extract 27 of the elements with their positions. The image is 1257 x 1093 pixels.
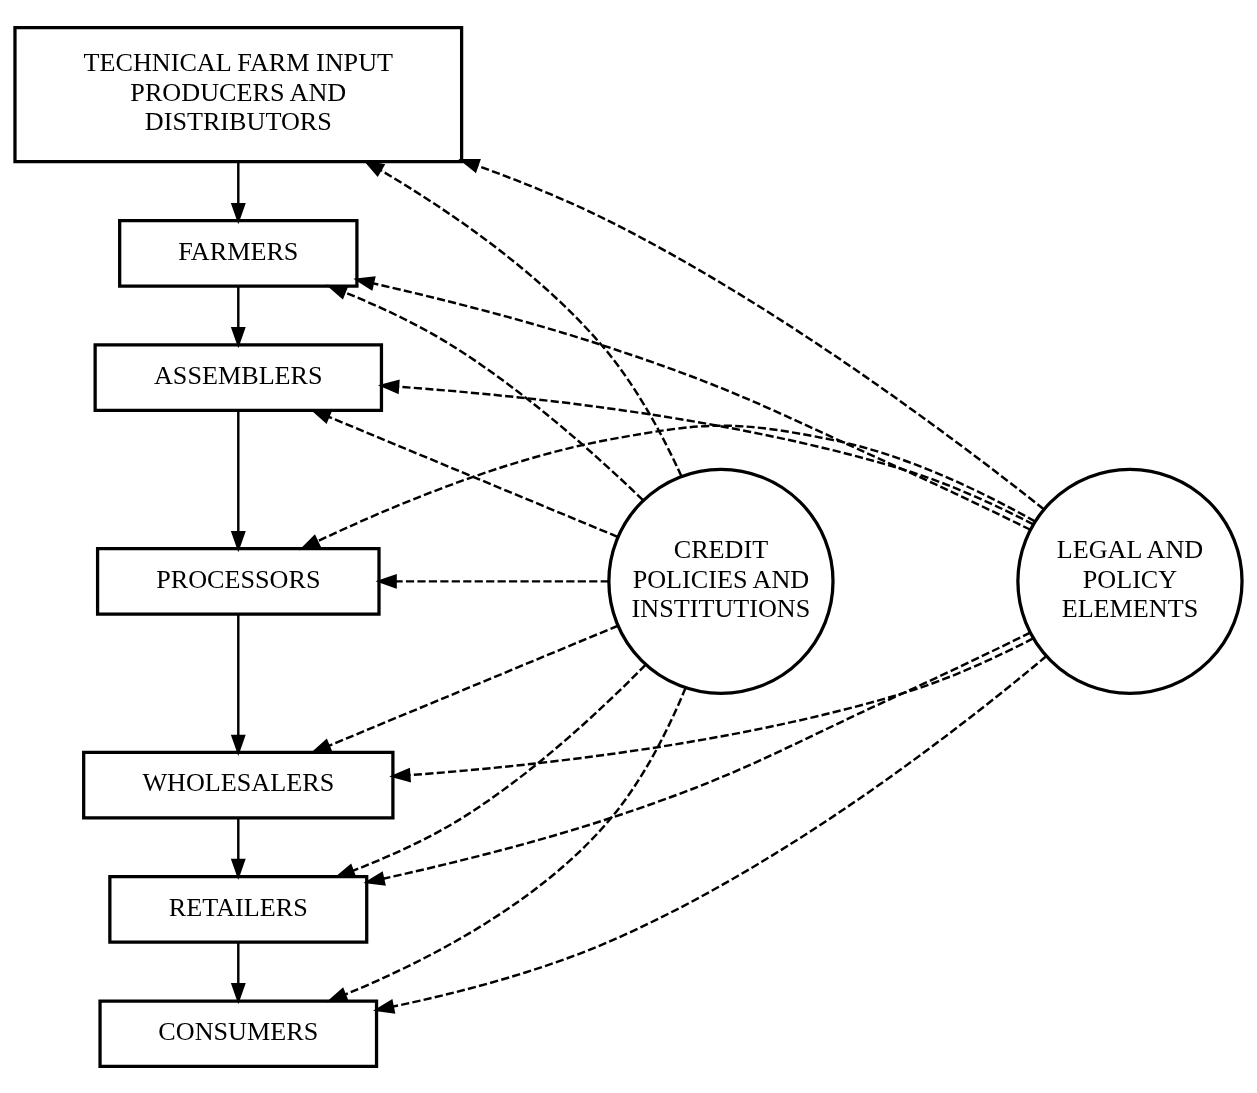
arrow [230,817,246,880]
node-box: RETAILERS [108,874,369,944]
arrow [230,161,246,224]
arrow [377,378,1034,525]
arrow [363,631,1031,886]
arrow [353,275,1031,531]
node-box: CONSUMERS [98,998,379,1068]
arrow [389,636,1034,782]
node-circle: CREDIT POLICIES AND INSTITUTIONS [607,467,835,695]
arrow [230,613,246,756]
node-box: PROCESSORS [95,546,381,616]
arrow [230,410,246,552]
arrow [298,424,1036,550]
node-box: FARMERS [118,218,359,288]
arrow [458,158,1045,510]
arrow [310,624,619,754]
node-box: TECHNICAL FARM INPUT PRODUCERS AND DISTRIBUTORS [13,25,464,163]
arrow [230,285,246,348]
arrow [375,573,609,589]
arrow [363,159,683,477]
node-box: ASSEMBLERS [93,342,384,412]
arrow [373,654,1047,1014]
arrow [326,686,687,1002]
node-box: WHOLESALERS [82,750,395,819]
arrow [230,941,246,1004]
node-circle: LEGAL AND POLICY ELEMENTS [1016,467,1244,695]
arrow [325,284,644,501]
